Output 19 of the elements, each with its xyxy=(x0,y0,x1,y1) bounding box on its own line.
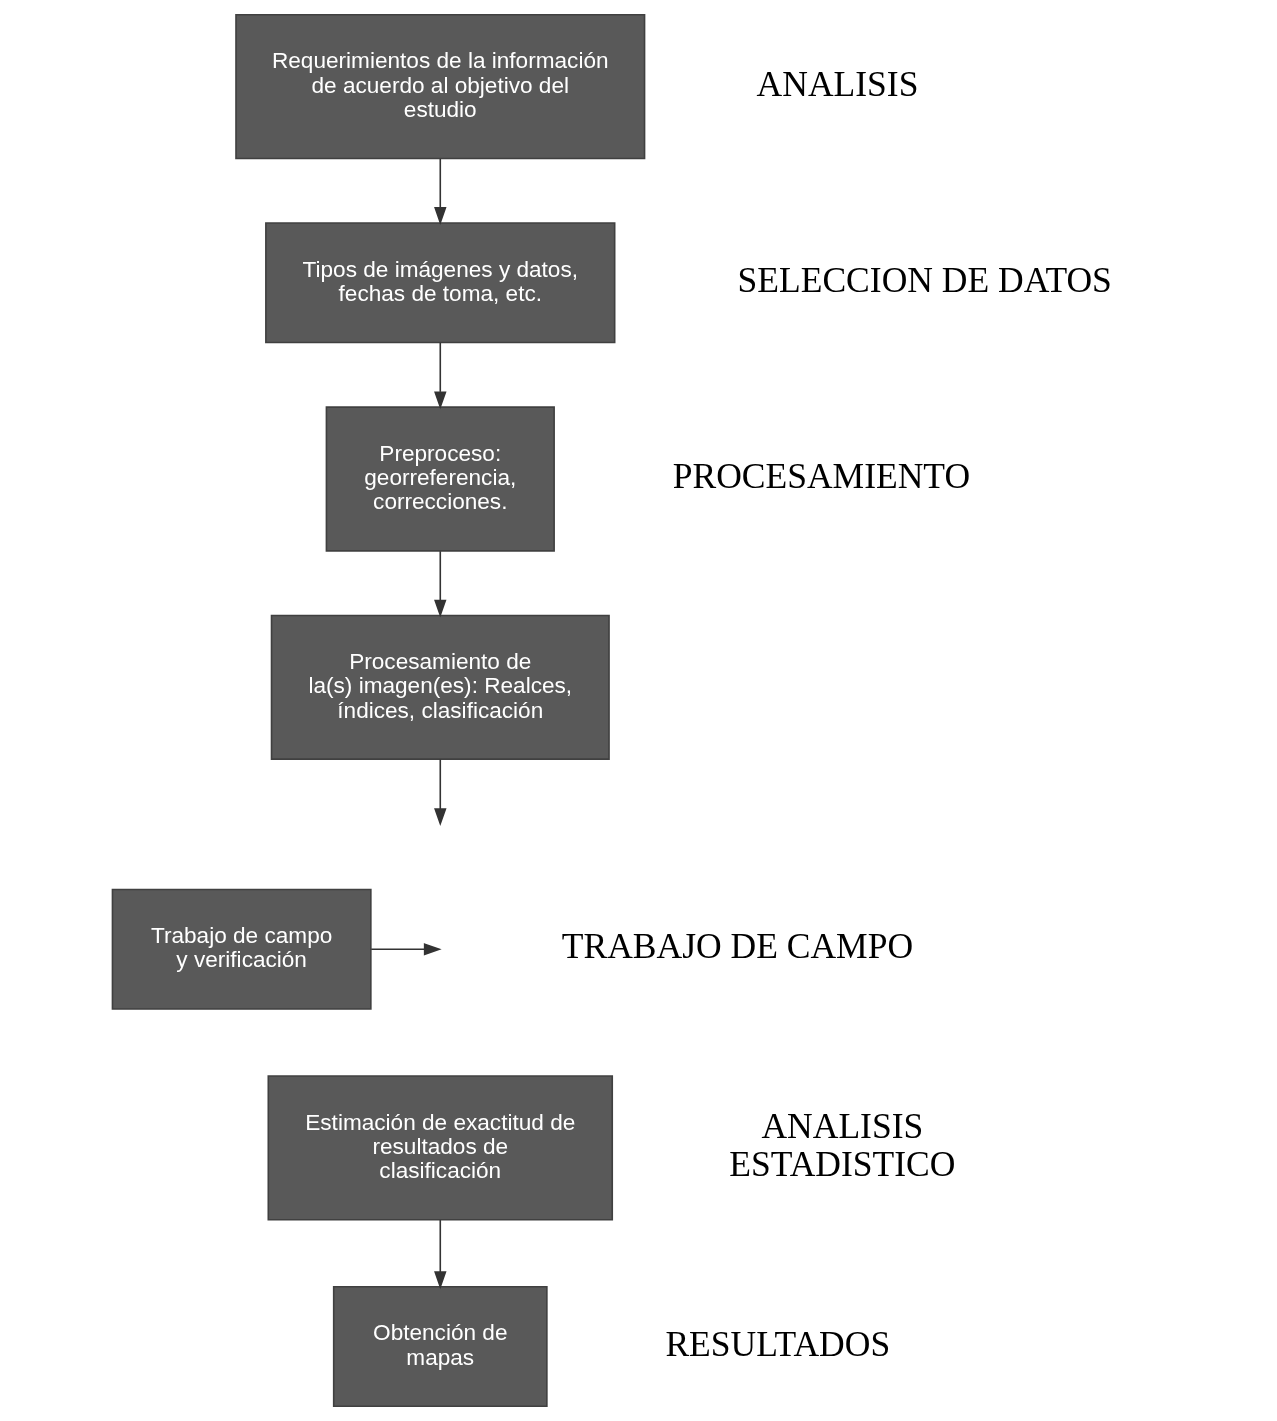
node-box: Trabajo de campo y verificación xyxy=(111,888,372,1010)
node-box: Requerimientos de la información de acuerdo al objetivo del estudio xyxy=(235,13,646,160)
node-box: Tipos de imágenes y datos, fechas de toma, etc. xyxy=(265,222,616,344)
label: RESULTADOS xyxy=(665,1323,891,1364)
arrow xyxy=(370,943,442,956)
label: SELECCION DE DATOS xyxy=(737,259,1112,300)
label: ANALISIS ESTADISTICO xyxy=(729,1105,956,1185)
node-box: Estimación de exactitud de resultados de clasificación xyxy=(267,1075,614,1221)
label: ANALISIS xyxy=(756,63,919,104)
arrow xyxy=(434,550,447,618)
node-box: Procesamiento de la(s) imagen(es): Realces, índices, clasificación xyxy=(270,614,610,760)
node-box: Preproceso: georreferencia, correcciones. xyxy=(325,406,555,552)
arrow xyxy=(434,1219,447,1290)
arrow xyxy=(434,342,447,410)
node-box: Obtención de mapas xyxy=(332,1285,548,1408)
arrow xyxy=(434,758,447,827)
label: TRABAJO DE CAMPO xyxy=(561,926,914,967)
arrow xyxy=(434,158,447,225)
label: PROCESAMIENTO xyxy=(672,456,971,497)
